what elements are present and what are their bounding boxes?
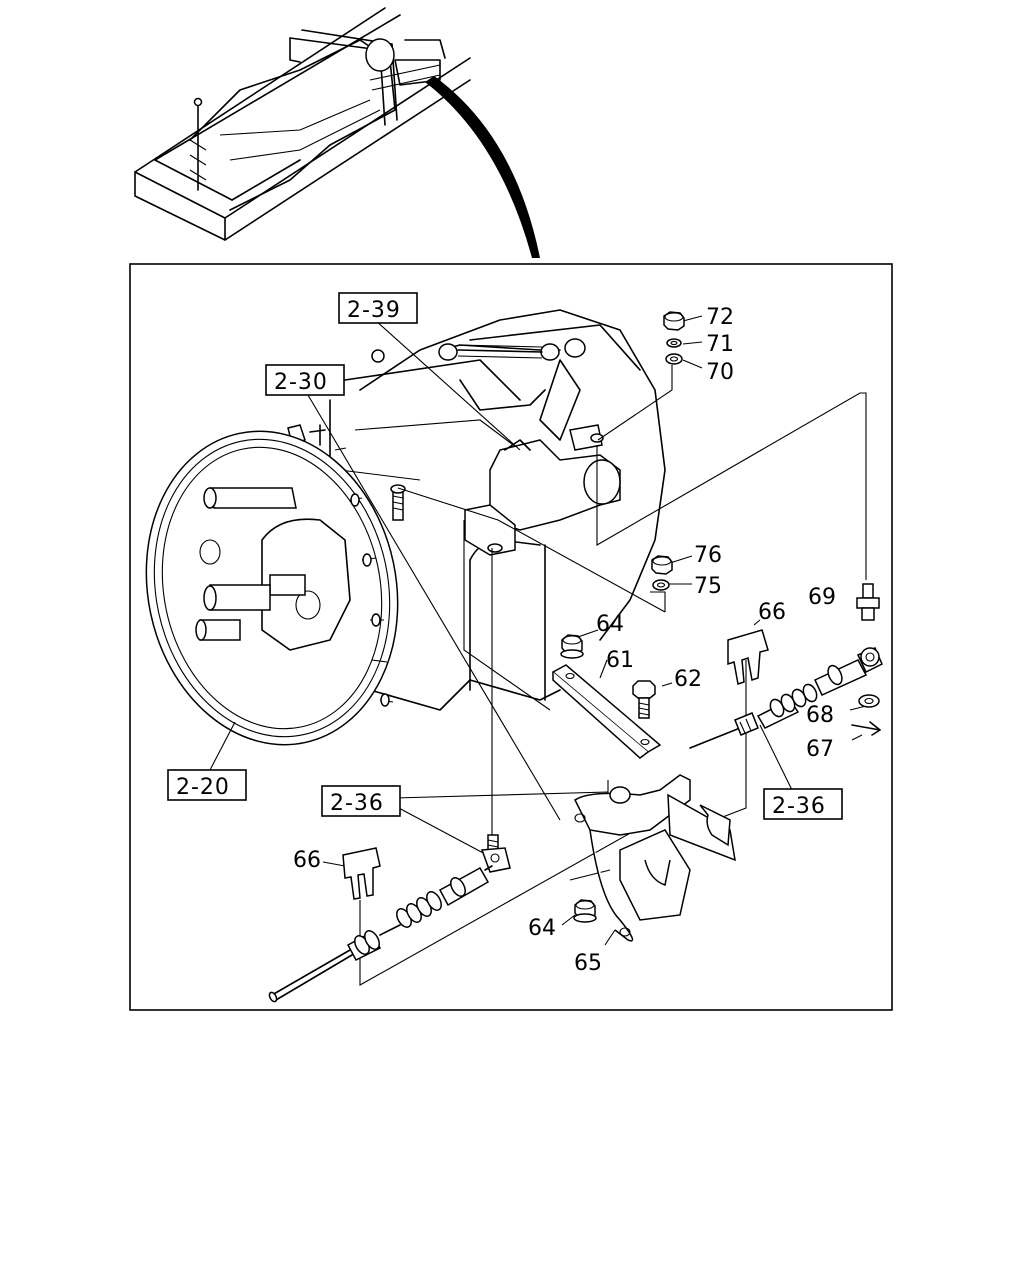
- part-label-71: 71: [706, 332, 734, 357]
- part-label-75: 75: [694, 574, 722, 599]
- cotter-pin-67: [851, 721, 881, 736]
- nut-72: [663, 311, 685, 331]
- part-label-76: 76: [694, 543, 722, 568]
- part-label-66-upper: 66: [758, 600, 786, 625]
- ref-box-2-20: 2-20: [167, 769, 247, 801]
- part-label-68: 68: [806, 703, 834, 728]
- ref-label: 2-20: [176, 775, 230, 800]
- chassis-overview: [134, 7, 540, 258]
- shift-cable-lower: [268, 865, 493, 1003]
- ref-box-2-30: 2-30: [265, 364, 345, 396]
- nut-64-upper: [560, 634, 584, 659]
- part-label-70: 70: [706, 360, 734, 385]
- part-label-67: 67: [806, 737, 834, 762]
- shift-cable-upper: [689, 647, 883, 749]
- part-label-72: 72: [706, 305, 734, 330]
- part-label-62: 62: [674, 667, 702, 692]
- bracket-plate-61: [551, 664, 662, 759]
- ref-label: 2-36: [330, 791, 384, 816]
- part-label-66-lower: 66: [293, 848, 321, 873]
- clip-66-upper: [727, 629, 769, 685]
- washer-70: [665, 353, 683, 365]
- cable-end-lower: [480, 834, 511, 873]
- part-label-64-lower: 64: [528, 916, 556, 941]
- ref-label: 2-30: [274, 370, 328, 395]
- transmission-assembly: [287, 309, 666, 711]
- washer-68: [858, 694, 880, 708]
- nut-76: [651, 555, 673, 575]
- leader-lines: [209, 315, 871, 986]
- bracket-65: [574, 774, 736, 942]
- part-label-65: 65: [574, 951, 602, 976]
- ref-box-2-36-left: 2-36: [321, 785, 401, 817]
- bell-housing: [145, 430, 399, 746]
- washer-71: [666, 338, 682, 348]
- part-label-69: 69: [808, 585, 836, 610]
- ref-label: 2-39: [347, 298, 401, 323]
- nut-64-lower: [573, 899, 597, 923]
- stud-69: [856, 583, 880, 621]
- part-label-61: 61: [606, 648, 634, 673]
- washer-75: [652, 579, 670, 591]
- ref-box-2-36-right: 2-36: [763, 788, 843, 820]
- ref-label: 2-36: [772, 794, 826, 819]
- part-label-64-upper: 64: [596, 612, 624, 637]
- bolt-62: [632, 680, 656, 719]
- ref-box-2-39: 2-39: [338, 292, 418, 324]
- detail-frame: [129, 263, 893, 1011]
- clip-66-lower: [342, 847, 381, 900]
